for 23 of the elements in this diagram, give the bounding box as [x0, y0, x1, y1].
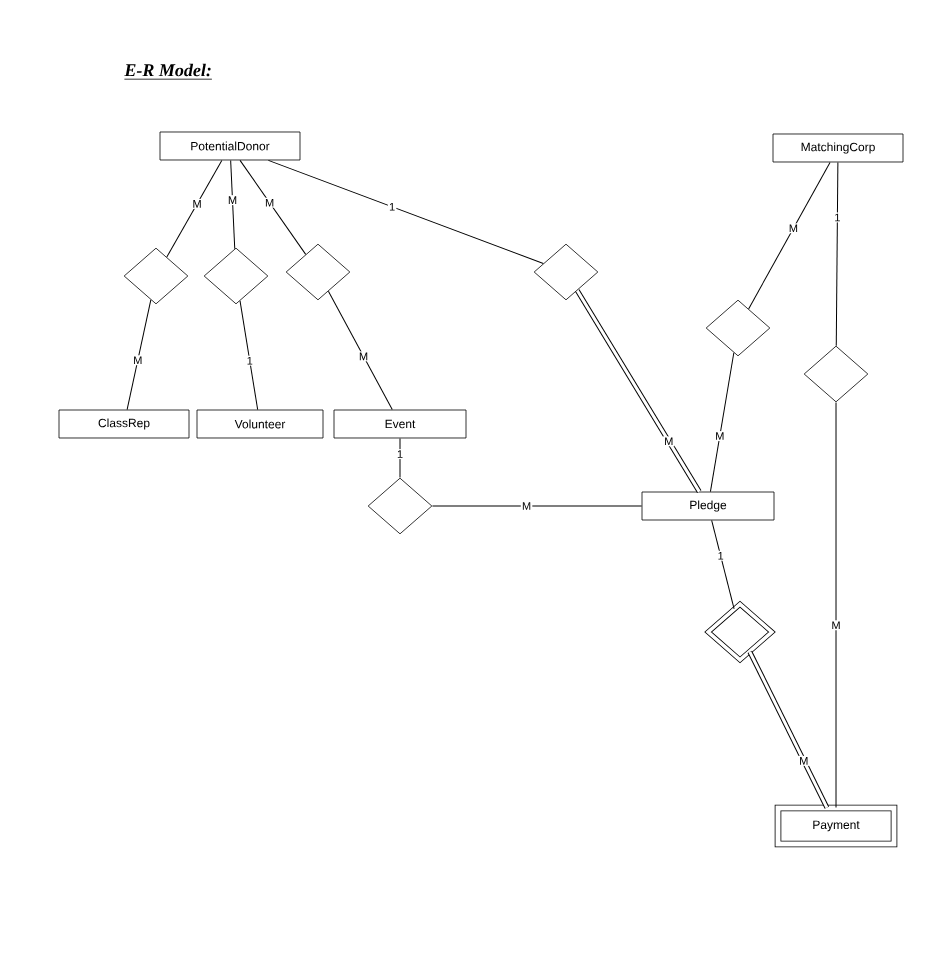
connector-line [748, 161, 831, 310]
relationship-diamond [285, 243, 351, 301]
relationship-diamond [203, 247, 269, 305]
connector-line [230, 159, 236, 250]
connector-line [126, 299, 152, 411]
relationship-diamond [803, 345, 869, 403]
connector-line [709, 352, 735, 493]
connector-line [747, 650, 830, 809]
relationship-diamond [533, 243, 599, 301]
connector-line [835, 401, 837, 809]
relationship-diamond [367, 477, 433, 535]
connector-line [711, 519, 735, 610]
connector-line [166, 159, 223, 258]
connector-line [835, 161, 839, 347]
relationship-diamond [123, 247, 189, 305]
connector-line [575, 289, 702, 493]
connector-line [327, 290, 393, 411]
title: E-R Model: [124, 63, 213, 80]
connector-line [239, 159, 307, 255]
connector-line [431, 505, 643, 507]
relationship-diamond [705, 299, 771, 357]
connector-line [267, 159, 544, 264]
connector-line [239, 300, 259, 411]
